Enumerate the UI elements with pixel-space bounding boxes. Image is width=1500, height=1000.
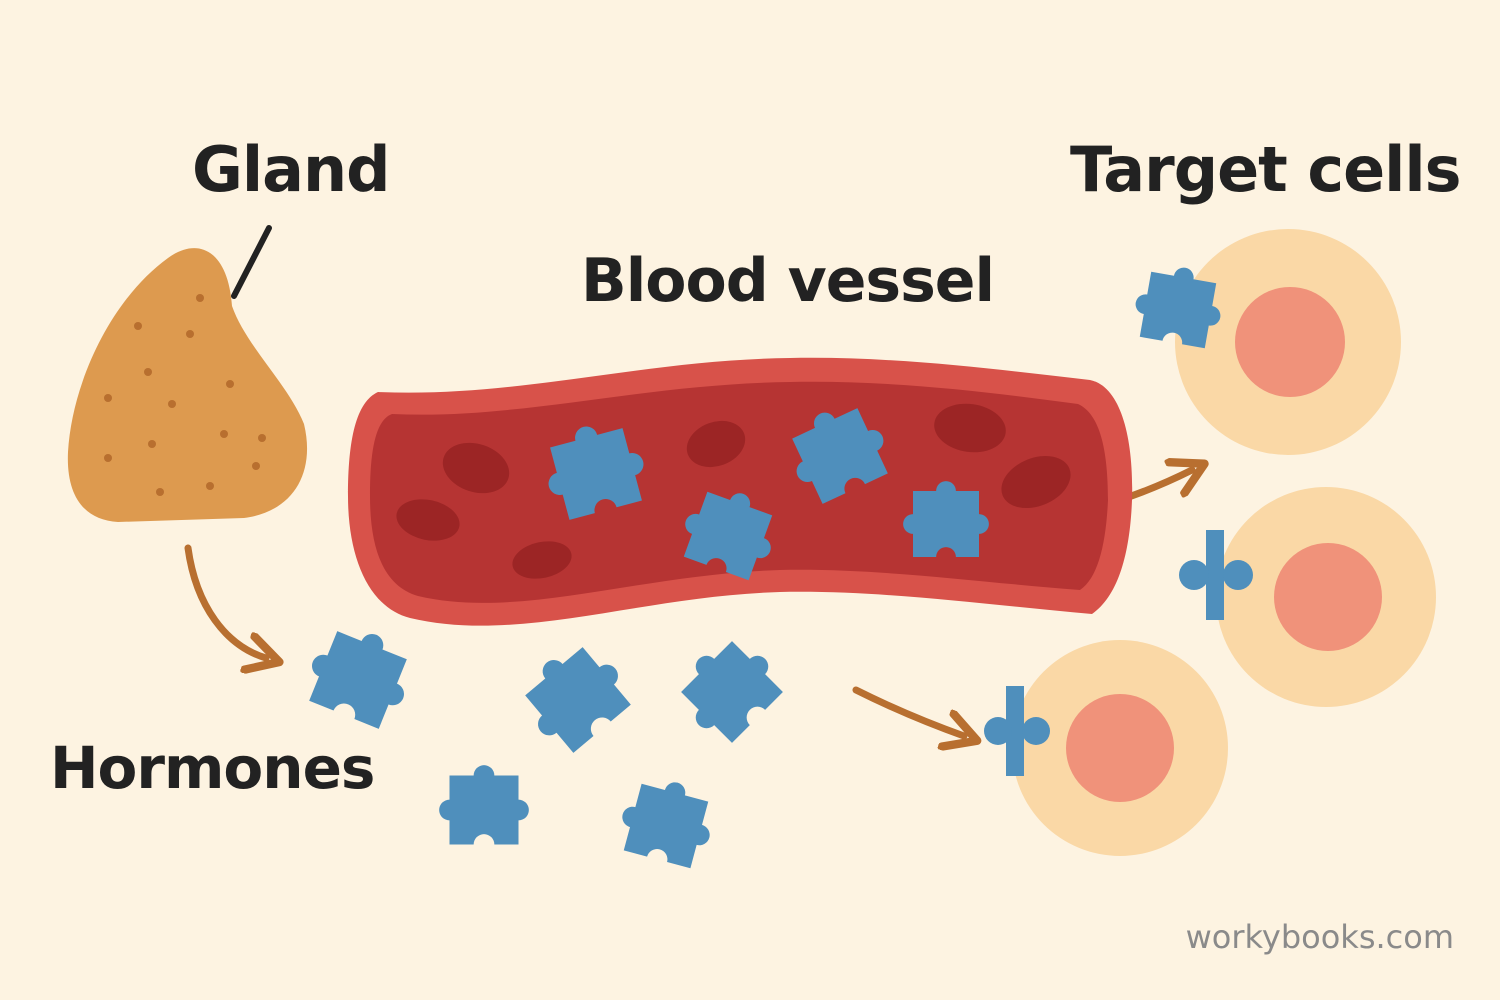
puzzle-piece-icon — [298, 616, 422, 734]
blood-vessel-label: Blood vessel — [581, 246, 995, 316]
target-cells-label: Target cells — [1070, 133, 1462, 206]
puzzle-piece-icon — [613, 771, 721, 871]
blood-vessel — [348, 357, 1133, 626]
cell-nucleus — [1235, 287, 1345, 397]
target-cell — [1012, 640, 1228, 856]
hormones-label: Hormones — [50, 734, 375, 802]
bound-hormones — [984, 260, 1253, 776]
gland-shape — [67, 248, 308, 522]
gland-pointer-line — [231, 225, 272, 299]
gland-label: Gland — [192, 133, 390, 206]
puzzle-piece-icon — [1179, 530, 1253, 620]
puzzle-piece-icon — [509, 631, 640, 761]
puzzle-piece-icon — [984, 686, 1050, 776]
target-cell — [1216, 487, 1436, 707]
arrow-icon — [184, 544, 266, 658]
watermark-text: workybooks.com — [1185, 918, 1454, 956]
gland-dots — [104, 294, 266, 496]
puzzle-piece-icon — [903, 481, 989, 557]
blood-cells — [396, 403, 1071, 579]
cell-nucleus — [1274, 543, 1382, 651]
cell-nucleus — [1066, 694, 1174, 802]
puzzle-piece-icon — [439, 765, 529, 845]
arrow-icon — [852, 686, 964, 736]
target-cell — [1175, 229, 1401, 455]
puzzle-piece-icon — [665, 625, 791, 751]
